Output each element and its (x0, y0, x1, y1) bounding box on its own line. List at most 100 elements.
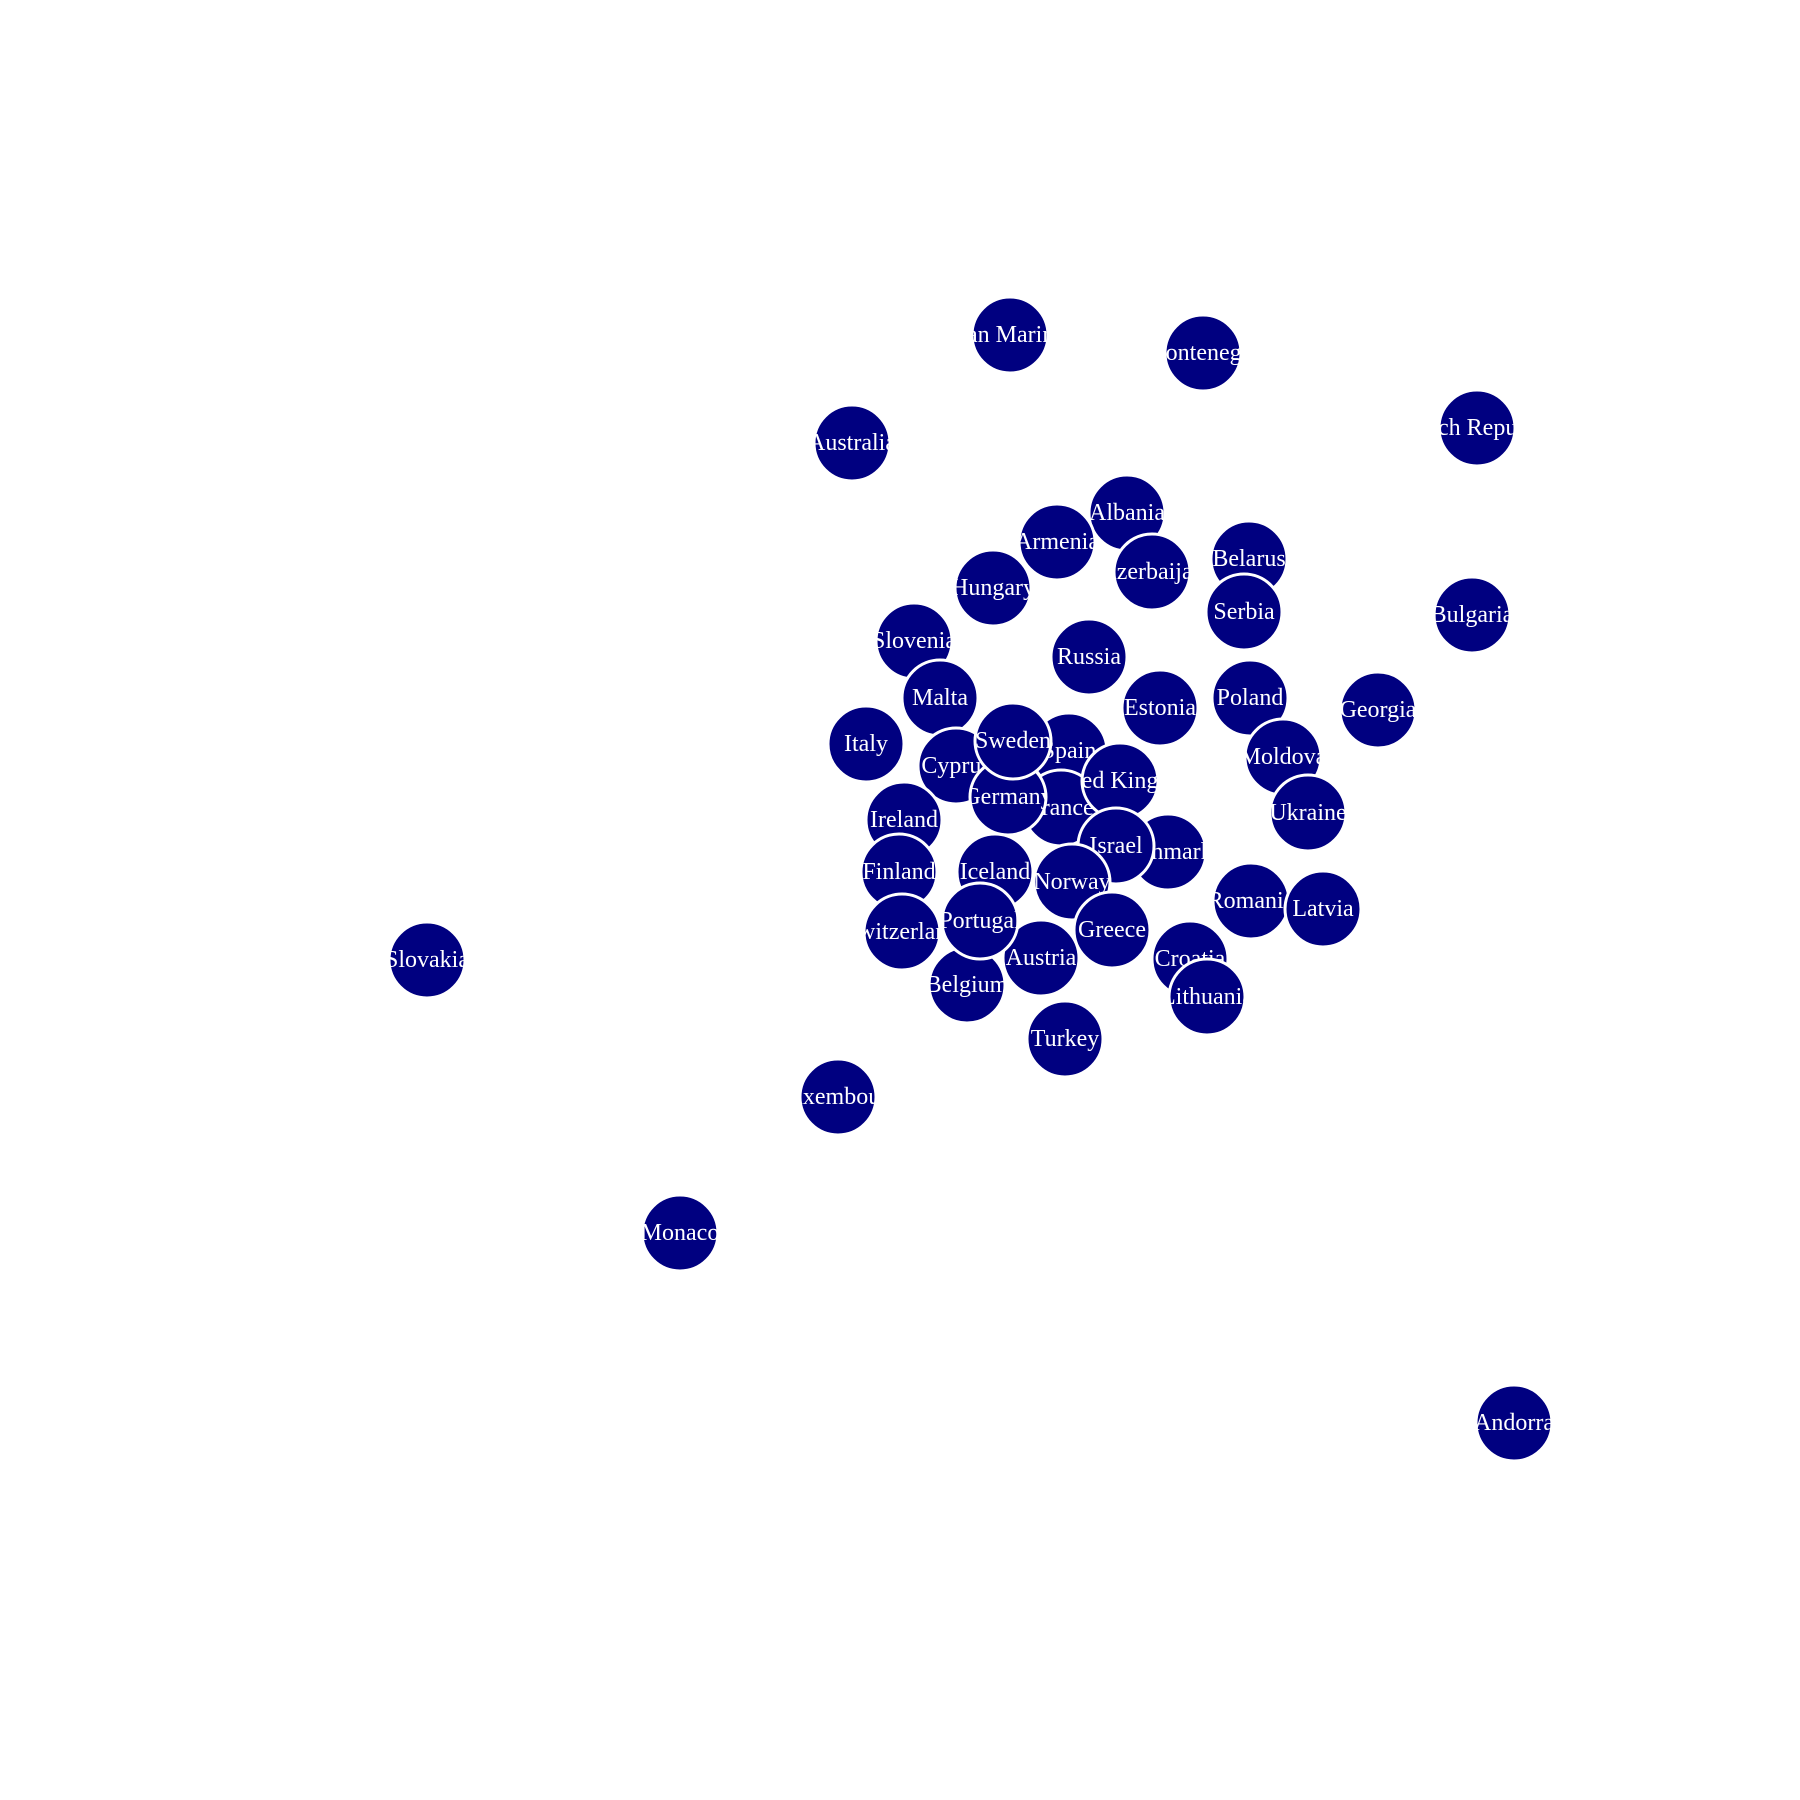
node-poland: Poland (1210, 658, 1290, 738)
node-luxembourg: Luxembourg (776, 1057, 900, 1137)
node-label-romania: Romania (1208, 888, 1295, 914)
node-label-albania: Albania (1089, 500, 1165, 526)
node-azerbaijan: Azerbaijan (1099, 532, 1204, 612)
node-label-australia: Australia (808, 430, 896, 456)
node-san-marino: San Marino (954, 295, 1067, 375)
node-sweden: Sweden (973, 701, 1053, 781)
node-circle-montenegro (1163, 313, 1243, 393)
node-finland: Finland (859, 832, 939, 912)
node-circle-australia (812, 403, 892, 483)
node-turkey: Turkey (1025, 999, 1105, 1079)
node-label-lithuania: Lithuania (1161, 984, 1253, 1010)
node-label-latvia: Latvia (1292, 896, 1354, 922)
node-label-andorra: Andorra (1474, 1410, 1554, 1436)
node-label-serbia: Serbia (1213, 599, 1275, 625)
node-label-estonia: Estonia (1124, 695, 1196, 721)
node-circle-estonia (1120, 668, 1200, 748)
node-circle-czech-republic (1437, 388, 1517, 468)
node-label-monaco: Monaco (641, 1220, 720, 1246)
node-label-iceland: Iceland (960, 859, 1031, 885)
node-united-kingdom: United Kingdom (1080, 741, 1160, 821)
node-circle-monaco (640, 1193, 720, 1273)
node-label-poland: Poland (1217, 685, 1284, 711)
node-label-italy: Italy (844, 731, 888, 757)
node-andorra: Andorra (1474, 1383, 1554, 1463)
node-serbia: Serbia (1204, 572, 1284, 652)
node-label-germany: Germany (963, 784, 1052, 810)
node-label-slovakia: Slovakia (385, 947, 469, 973)
node-label-malta: Malta (912, 685, 968, 711)
node-romania: Romania (1208, 861, 1295, 941)
node-bulgaria: Bulgaria (1431, 575, 1514, 655)
node-circle-russia (1049, 617, 1129, 697)
node-label-russia: Russia (1057, 644, 1121, 670)
node-label-slovenia: Slovenia (872, 628, 956, 654)
node-austria: Austria (1001, 918, 1081, 998)
node-label-san-marino: San Marino (954, 322, 1067, 348)
node-germany: Germany (963, 757, 1052, 837)
node-belgium: Belgium (926, 945, 1009, 1025)
node-circle-luxembourg (798, 1057, 878, 1137)
node-hungary: Hungary (951, 548, 1035, 628)
node-label-turkey: Turkey (1031, 1026, 1099, 1052)
node-label-finland: Finland (862, 859, 935, 885)
node-italy: Italy (826, 704, 906, 784)
node-monaco: Monaco (640, 1193, 720, 1273)
node-circle-ukraine (1268, 773, 1348, 853)
node-label-ukraine: Ukraine (1269, 800, 1346, 826)
node-montenegro: Montenegro (1144, 313, 1261, 393)
node-latvia: Latvia (1283, 869, 1363, 949)
node-switzerland: Switzerland (845, 892, 960, 972)
node-label-belarus: Belarus (1212, 546, 1285, 572)
node-circle-italy (826, 704, 906, 784)
node-circle-armenia (1017, 502, 1097, 582)
node-slovakia: Slovakia (385, 920, 469, 1000)
node-russia: Russia (1049, 617, 1129, 697)
node-circle-georgia (1338, 670, 1418, 750)
node-label-ireland: Ireland (870, 807, 938, 833)
node-circle-switzerland (862, 892, 942, 972)
node-circle-turkey (1025, 999, 1105, 1079)
node-label-armenia: Armenia (1015, 529, 1099, 555)
node-circle-latvia (1283, 869, 1363, 949)
node-label-czech-republic: Czech Republic (1401, 415, 1554, 441)
node-circle-serbia (1204, 572, 1284, 652)
node-greece: Greece (1072, 890, 1152, 970)
node-circle-bulgaria (1432, 575, 1512, 655)
node-label-austria: Austria (1006, 945, 1077, 971)
node-malta: Malta (900, 658, 980, 738)
node-circle-greece (1072, 890, 1152, 970)
node-label-hungary: Hungary (951, 575, 1035, 601)
node-label-belgium: Belgium (926, 972, 1009, 998)
node-circle-austria (1001, 918, 1081, 998)
node-circle-andorra (1474, 1383, 1554, 1463)
node-label-portugal: Portugal (939, 908, 1021, 934)
node-label-montenegro: Montenegro (1144, 340, 1261, 366)
node-circle-sweden (973, 701, 1053, 781)
node-australia: Australia (808, 403, 896, 483)
node-circle-san-marino (970, 295, 1050, 375)
node-georgia: Georgia (1338, 670, 1418, 750)
node-albania: Albania (1087, 473, 1167, 553)
node-circle-hungary (953, 548, 1033, 628)
node-label-moldova: Moldova (1240, 744, 1327, 770)
node-circle-azerbaijan (1112, 532, 1192, 612)
node-lithuania: Lithuania (1161, 957, 1253, 1037)
node-ukraine: Ukraine (1268, 773, 1348, 853)
node-circle-portugal (940, 881, 1020, 961)
node-label-luxembourg: Luxembourg (776, 1084, 900, 1110)
node-label-bulgaria: Bulgaria (1431, 602, 1514, 628)
node-armenia: Armenia (1015, 502, 1099, 582)
node-label-sweden: Sweden (975, 728, 1051, 754)
node-label-azerbaijan: Azerbaijan (1099, 559, 1204, 585)
node-label-switzerland: Switzerland (845, 919, 960, 945)
node-circle-slovakia (387, 920, 467, 1000)
node-label-greece: Greece (1078, 917, 1146, 943)
node-circle-lithuania (1167, 957, 1247, 1037)
node-czech-republic: Czech Republic (1401, 388, 1554, 468)
node-label-norway: Norway (1033, 869, 1110, 895)
node-estonia: Estonia (1120, 668, 1200, 748)
node-label-georgia: Georgia (1340, 697, 1417, 723)
